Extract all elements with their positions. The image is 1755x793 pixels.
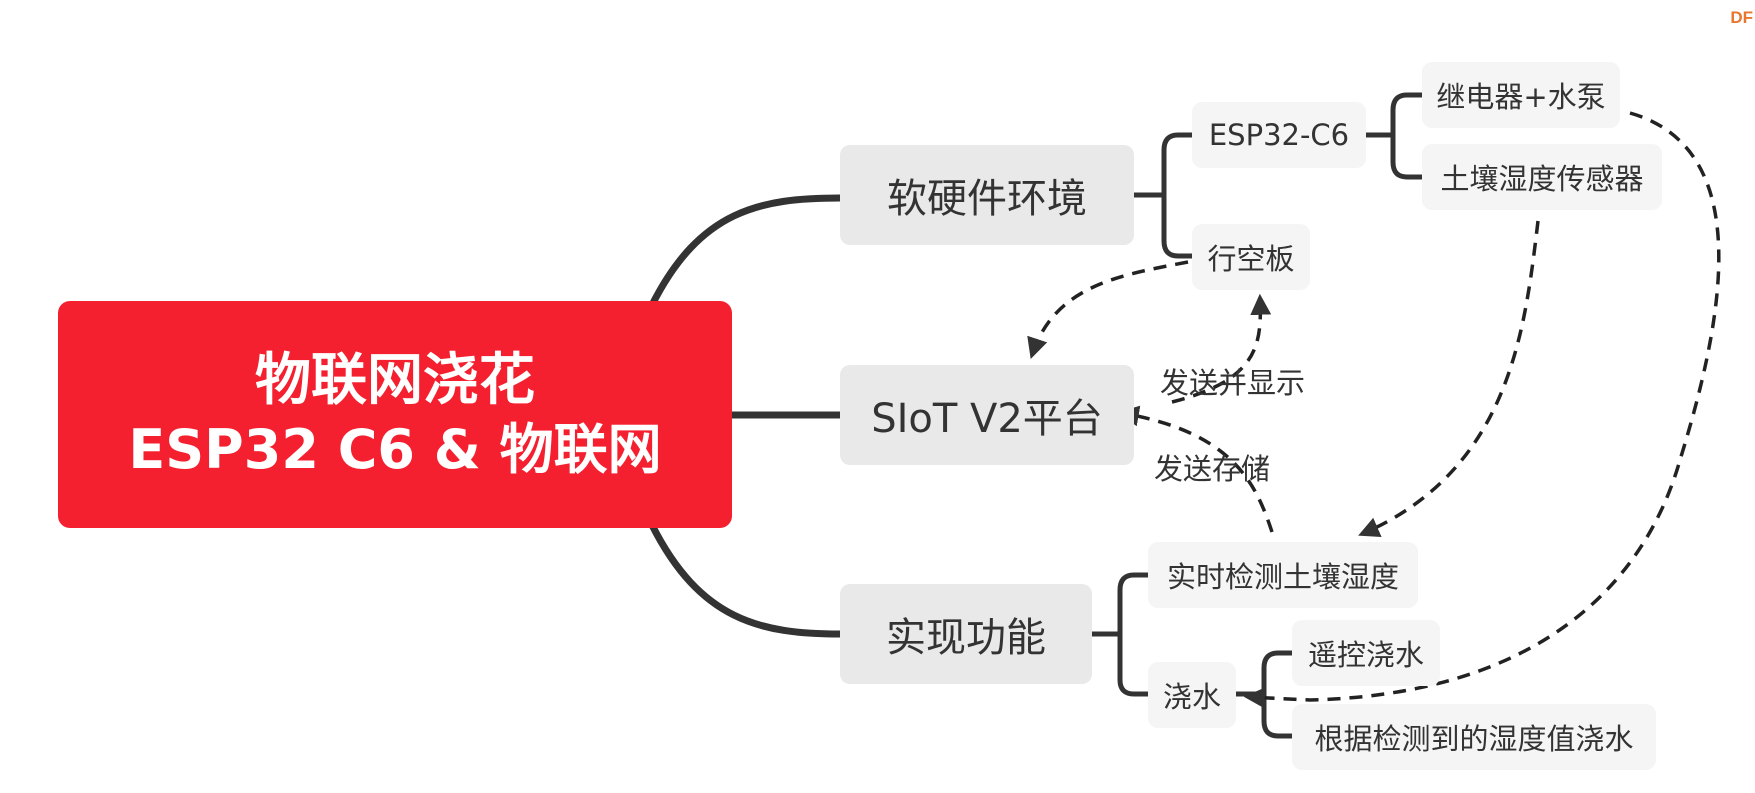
- node-soil-sensor: 土壤湿度传感器: [1422, 144, 1662, 210]
- node-siot-platform: SIoT V2平台: [840, 365, 1134, 465]
- node-remote-watering: 遥控浇水: [1292, 620, 1440, 686]
- df-logo: DF: [1730, 8, 1753, 27]
- node-watering: 浇水: [1148, 662, 1236, 728]
- bracket-hw: [1131, 132, 1195, 259]
- connector-root-hw: [648, 194, 844, 309]
- bracket-func: [1087, 572, 1151, 697]
- node-hardware-software: 软硬件环境: [840, 145, 1134, 245]
- root-subtitle: ESP32 C6 & 物联网: [128, 417, 662, 481]
- dashed-siot-to-unihiker: [1171, 293, 1272, 404]
- connector-root-func: [648, 521, 844, 638]
- dashed-soil-to-detect: [1358, 220, 1540, 537]
- bracket-water: [1233, 650, 1295, 739]
- root-title: 物联网浇花: [255, 347, 535, 413]
- edge-label-send-display: 发送并显示: [1160, 366, 1306, 400]
- edge-label-send-store: 发送存储: [1154, 452, 1271, 486]
- node-auto-watering: 根据检测到的湿度值浇水: [1292, 704, 1656, 770]
- bracket-esp32: [1361, 92, 1425, 180]
- dashed-relay-to-remote: [1243, 111, 1721, 709]
- node-unihiker: 行空板: [1192, 224, 1310, 290]
- node-functions: 实现功能: [840, 584, 1092, 684]
- node-realtime-detect: 实时检测土壤湿度: [1148, 542, 1418, 608]
- dashed-unihiker-to-siot: [1027, 260, 1189, 359]
- node-relay-pump: 继电器+水泵: [1422, 62, 1620, 128]
- root-node: 物联网浇花 ESP32 C6 & 物联网: [58, 301, 732, 528]
- node-esp32-c6: ESP32-C6: [1192, 102, 1366, 168]
